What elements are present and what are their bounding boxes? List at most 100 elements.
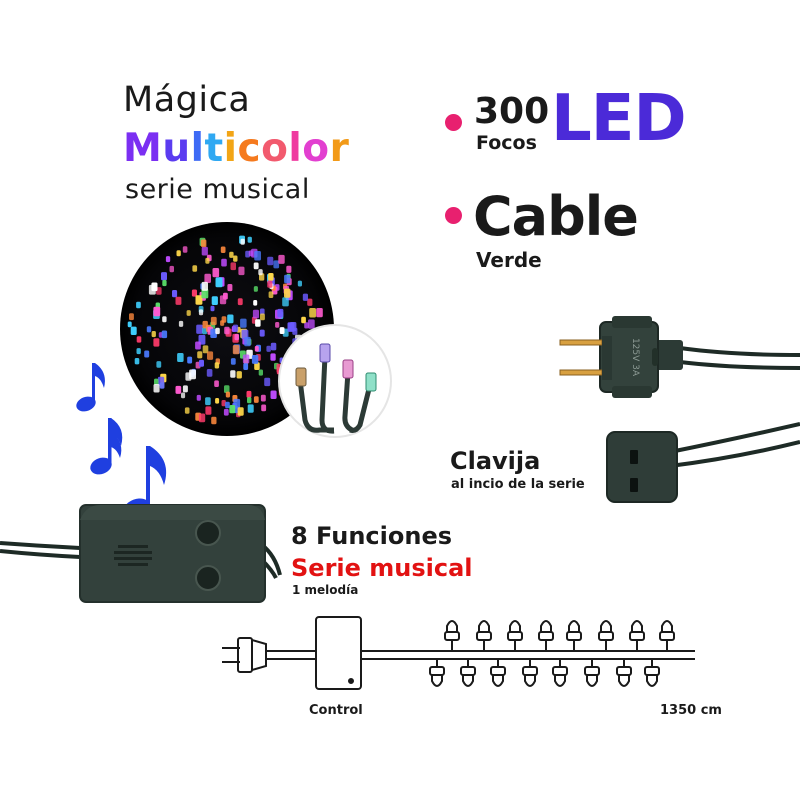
led-dot — [153, 338, 160, 347]
multicolor-letter: l — [288, 126, 303, 171]
plug-title: Clavija — [450, 447, 541, 475]
led-dot — [240, 238, 245, 245]
led-dot — [232, 324, 239, 332]
led-dot — [308, 319, 315, 329]
title-magica: Mágica — [123, 80, 251, 120]
led-dot — [292, 327, 298, 335]
led-dot — [230, 262, 236, 271]
title-serie-musical: serie musical — [125, 174, 310, 205]
music-controller-box — [79, 504, 266, 603]
length-diagram — [222, 616, 695, 690]
led-dot — [153, 384, 160, 393]
led-dot — [169, 265, 174, 273]
multicolor-letter: o — [302, 126, 330, 171]
speaker-grille — [114, 545, 152, 566]
led-dot — [278, 254, 285, 264]
led-dot — [220, 246, 226, 253]
led-dot — [247, 404, 254, 413]
led-dot — [195, 341, 201, 350]
multicolor-letter: t — [204, 126, 224, 171]
led-dot — [266, 345, 271, 352]
led-dot — [227, 284, 233, 292]
led-dot — [187, 356, 193, 364]
led-dot — [247, 236, 252, 243]
led-dot — [279, 327, 285, 334]
led-dot — [282, 297, 289, 307]
plug-rating-text: 125V 3A — [630, 338, 640, 377]
leds-unit: Focos — [476, 132, 537, 154]
led-dot — [229, 405, 236, 414]
led-dot — [205, 406, 212, 415]
diagram-bulb — [429, 659, 445, 687]
led-dot — [240, 318, 247, 328]
led-dot — [176, 250, 181, 257]
led-dot — [238, 266, 245, 276]
music-note-icon — [76, 363, 105, 412]
cable-word: Cable — [473, 185, 639, 248]
led-dot — [284, 288, 291, 298]
led-dot — [212, 268, 220, 278]
led-dot — [234, 333, 239, 341]
bulb-closeup-inset — [278, 324, 392, 438]
led-dot — [242, 354, 250, 364]
led-dot — [196, 394, 201, 401]
led-dot — [223, 408, 229, 416]
led-dot — [248, 250, 253, 257]
led-dot — [253, 300, 258, 306]
led-dot — [215, 398, 220, 404]
led-dot — [254, 345, 259, 352]
led-dot — [162, 280, 167, 287]
led-dot — [229, 251, 234, 258]
led-dot — [161, 330, 168, 339]
led-dot — [284, 274, 291, 284]
led-dot — [210, 328, 217, 338]
led-dot — [199, 359, 204, 367]
led-dot — [144, 350, 150, 358]
led-dot — [258, 369, 263, 376]
led-dot — [172, 290, 178, 298]
multicolor-letter: o — [261, 126, 289, 171]
led-dot — [205, 257, 210, 264]
led-dot — [151, 331, 156, 338]
led-dot — [237, 298, 243, 306]
controller-button — [195, 565, 221, 591]
led-dot — [202, 327, 207, 335]
led-dot — [233, 398, 241, 409]
led-dot — [136, 336, 142, 343]
diagram-bulb — [460, 659, 476, 687]
led-dot — [268, 291, 274, 298]
diagram-bulb — [490, 659, 506, 687]
led-dot — [302, 293, 308, 301]
led-dot — [178, 320, 184, 327]
diagram-bulb — [584, 659, 600, 687]
led-dot — [243, 363, 249, 370]
led-dot — [304, 322, 309, 329]
leds-count: 300 — [474, 91, 550, 132]
led-dot — [200, 239, 207, 248]
led-dot — [162, 316, 167, 323]
diagram-bulb — [629, 620, 645, 651]
male-plug: 125V 3A — [559, 316, 800, 398]
led-dot — [253, 262, 259, 270]
led-dot — [267, 280, 273, 288]
led-dot — [270, 353, 276, 361]
multicolor-letter: c — [237, 126, 262, 171]
leds-word: LED — [551, 82, 687, 156]
led-dot — [253, 396, 259, 403]
led-dot — [253, 286, 258, 292]
led-dot — [136, 348, 141, 355]
multicolor-letter: r — [329, 126, 350, 171]
led-dot — [215, 277, 223, 288]
cable-color: Verde — [476, 248, 542, 272]
led-dot — [270, 390, 277, 399]
diagram-bulb — [538, 620, 554, 651]
led-dot — [202, 345, 209, 354]
led-dot — [181, 392, 186, 399]
led-dot — [233, 255, 238, 262]
led-dot — [255, 319, 261, 327]
led-dot — [191, 289, 197, 297]
led-dot — [153, 306, 161, 317]
led-dot — [214, 380, 219, 387]
led-dot — [247, 397, 252, 404]
